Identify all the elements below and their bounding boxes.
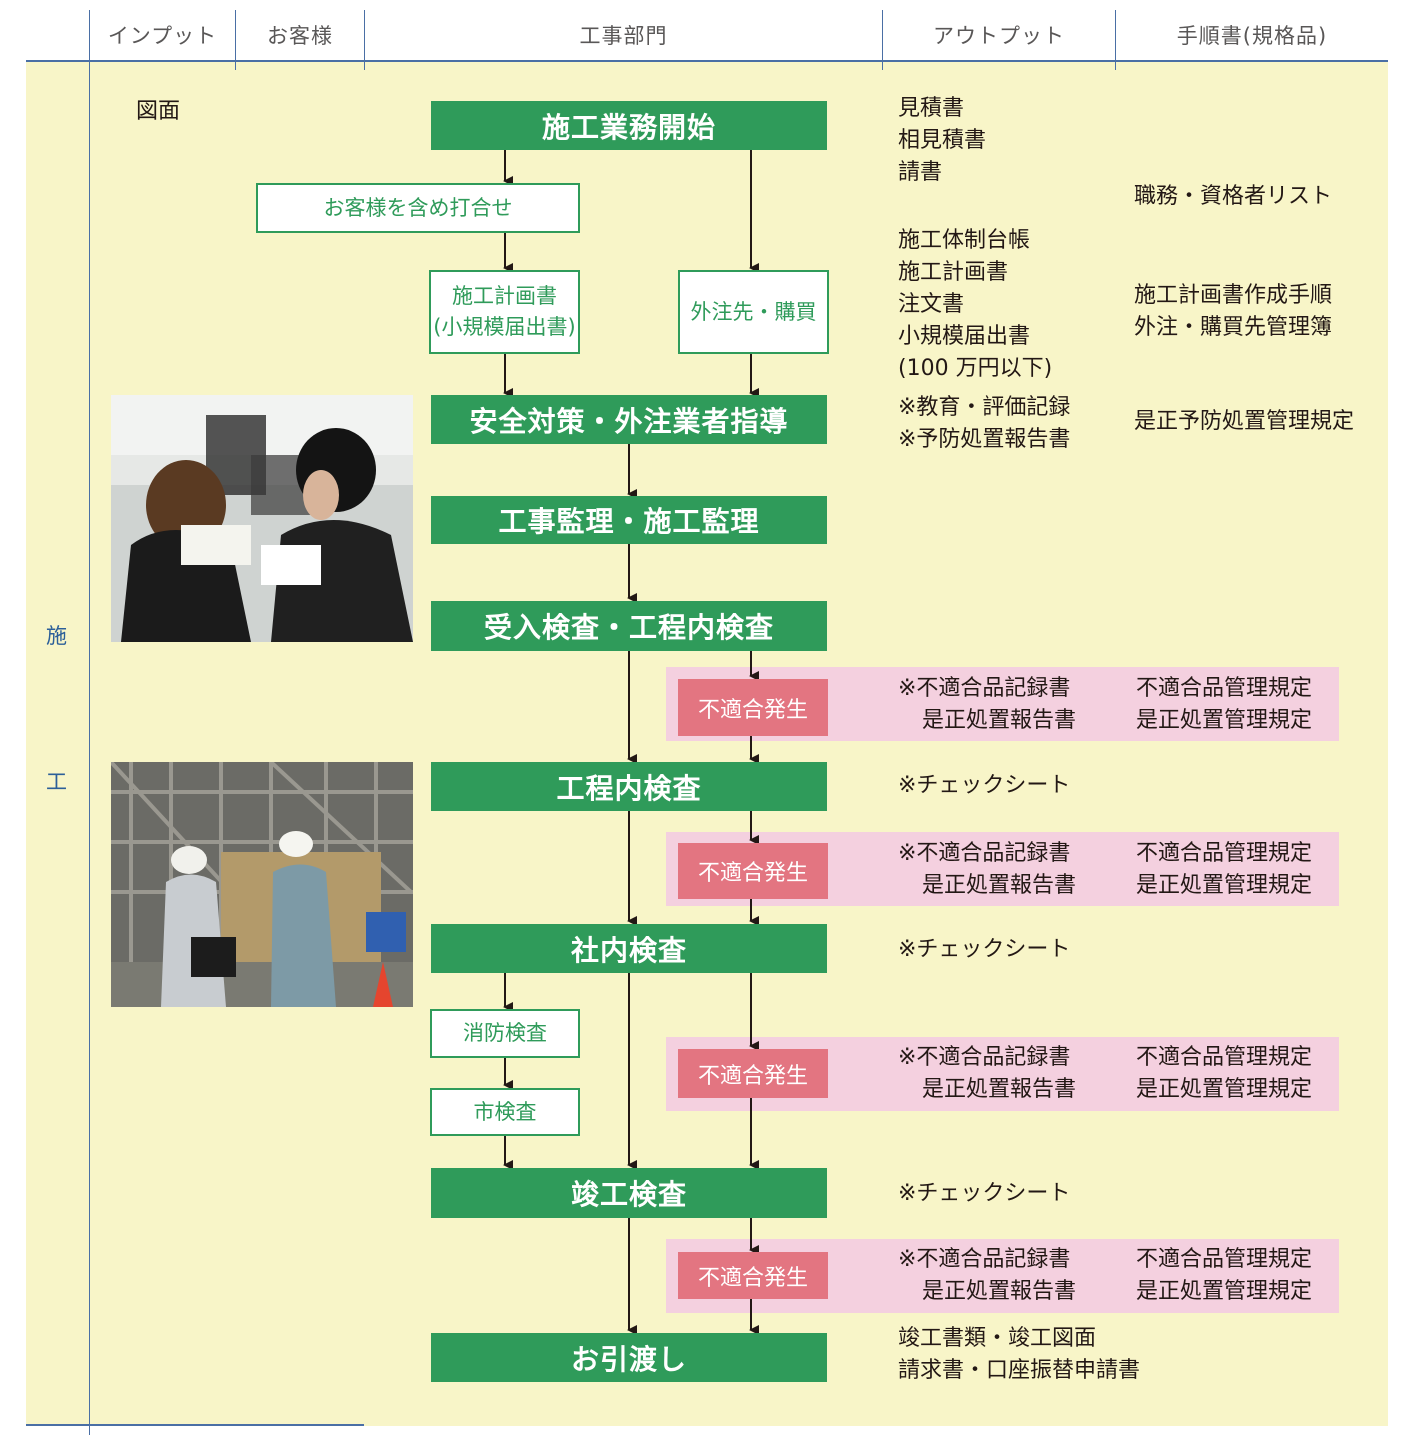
- procedure-corrective-rule: 是正処置管理規定: [1136, 873, 1313, 898]
- procedure-nonconforming-rule: 不適合品管理規定: [1136, 1247, 1313, 1272]
- header-output: アウトプット: [933, 24, 1065, 48]
- procedure-corrective-rule: 是正処置管理規定: [1136, 708, 1313, 733]
- output-nonconformity-record: ※不適合品記録書: [898, 1045, 1071, 1070]
- step-completion-inspection: 竣工検査: [431, 1168, 827, 1218]
- site-photo: [111, 762, 413, 1007]
- header-input: インプット: [107, 24, 218, 48]
- procedure-corrective-rule: 是正処置管理規定: [1136, 1279, 1313, 1304]
- procedure-corrective-rule: 是正処置管理規定: [1136, 1077, 1313, 1102]
- nonconformity-box: 不適合発生: [678, 679, 828, 736]
- output-plan-item: (100 万円以下): [898, 356, 1053, 381]
- step-receiving-inspection: 受入検査・工程内検査: [431, 601, 827, 651]
- side-label-char1: 施: [46, 624, 67, 648]
- header-construction-dept: 工事部門: [579, 24, 668, 48]
- step-customer-meeting: お客様を含め打合せ: [256, 183, 580, 233]
- step-outsourcing: 外注先・購買: [678, 270, 829, 354]
- header-divider: [89, 10, 90, 1435]
- output-safety-item: ※予防処置報告書: [898, 427, 1071, 452]
- plan-line-2: (小規模届出書): [433, 315, 576, 339]
- output-plan-item: 施工体制台帳: [898, 228, 1031, 253]
- header-divider: [235, 10, 236, 70]
- output-correction-report: 是正処置報告書: [922, 1077, 1077, 1102]
- output-invoice: 請求書・口座振替申請書: [898, 1358, 1141, 1383]
- plan-line-1: 施工計画書: [452, 284, 557, 308]
- step-supervision: 工事監理・施工監理: [431, 496, 827, 544]
- output-plan-item: 小規模届出書: [898, 324, 1031, 349]
- output-correction-report: 是正処置報告書: [922, 708, 1077, 733]
- step-safety: 安全対策・外注業者指導: [431, 395, 827, 444]
- nonconformity-box: 不適合発生: [678, 1049, 828, 1098]
- output-plan-item: 施工計画書: [898, 260, 1009, 285]
- step-start: 施工業務開始: [431, 101, 827, 150]
- output-plan-item: 注文書: [898, 292, 965, 317]
- bottom-rule: [26, 1424, 364, 1426]
- procedure-plan-manual: 施工計画書作成手順: [1134, 283, 1333, 308]
- header-divider: [1115, 10, 1116, 70]
- procedure-nonconforming-rule: 不適合品管理規定: [1136, 1045, 1313, 1070]
- input-label: 図面: [136, 99, 181, 124]
- step-in-process-inspection: 工程内検査: [431, 762, 827, 811]
- output-correction-report: 是正処置報告書: [922, 873, 1077, 898]
- output-acceptance: 請書: [898, 160, 943, 185]
- output-competing-estimate: 相見積書: [898, 128, 987, 153]
- header-customer: お客様: [267, 24, 333, 48]
- meeting-photo: [111, 395, 413, 642]
- header-divider: [882, 10, 883, 70]
- step-city-inspection: 市検査: [430, 1088, 580, 1136]
- output-nonconformity-record: ※不適合品記録書: [898, 676, 1071, 701]
- step-internal-inspection: 社内検査: [431, 924, 827, 973]
- procedure-nonconforming-rule: 不適合品管理規定: [1136, 841, 1313, 866]
- nonconformity-box: 不適合発生: [678, 843, 828, 899]
- header-rule: [26, 60, 1388, 62]
- output-correction-report: 是正処置報告書: [922, 1279, 1077, 1304]
- step-fire-inspection: 消防検査: [430, 1009, 580, 1058]
- header-procedure: 手順書(規格品): [1176, 24, 1328, 48]
- step-construction-plan: 施工計画書 (小規模届出書): [429, 270, 580, 354]
- side-label-char2: 工: [46, 770, 67, 794]
- output-completion-docs: 竣工書類・竣工図面: [898, 1326, 1097, 1351]
- nonconformity-box: 不適合発生: [678, 1252, 828, 1299]
- output-checksheet: ※チェックシート: [898, 937, 1071, 962]
- output-estimate: 見積書: [898, 96, 965, 121]
- procedure-qualified-staff-list: 職務・資格者リスト: [1134, 184, 1333, 209]
- output-checksheet: ※チェックシート: [898, 773, 1071, 798]
- header-divider: [364, 10, 365, 70]
- output-nonconformity-record: ※不適合品記録書: [898, 841, 1071, 866]
- output-checksheet: ※チェックシート: [898, 1181, 1071, 1206]
- procedure-corrective-preventive: 是正予防処置管理規定: [1134, 409, 1355, 434]
- procedure-supplier-register: 外注・購買先管理簿: [1134, 315, 1333, 340]
- step-handover: お引渡し: [431, 1333, 827, 1382]
- output-nonconformity-record: ※不適合品記録書: [898, 1247, 1071, 1272]
- procedure-nonconforming-rule: 不適合品管理規定: [1136, 676, 1313, 701]
- output-safety-item: ※教育・評価記録: [898, 395, 1071, 420]
